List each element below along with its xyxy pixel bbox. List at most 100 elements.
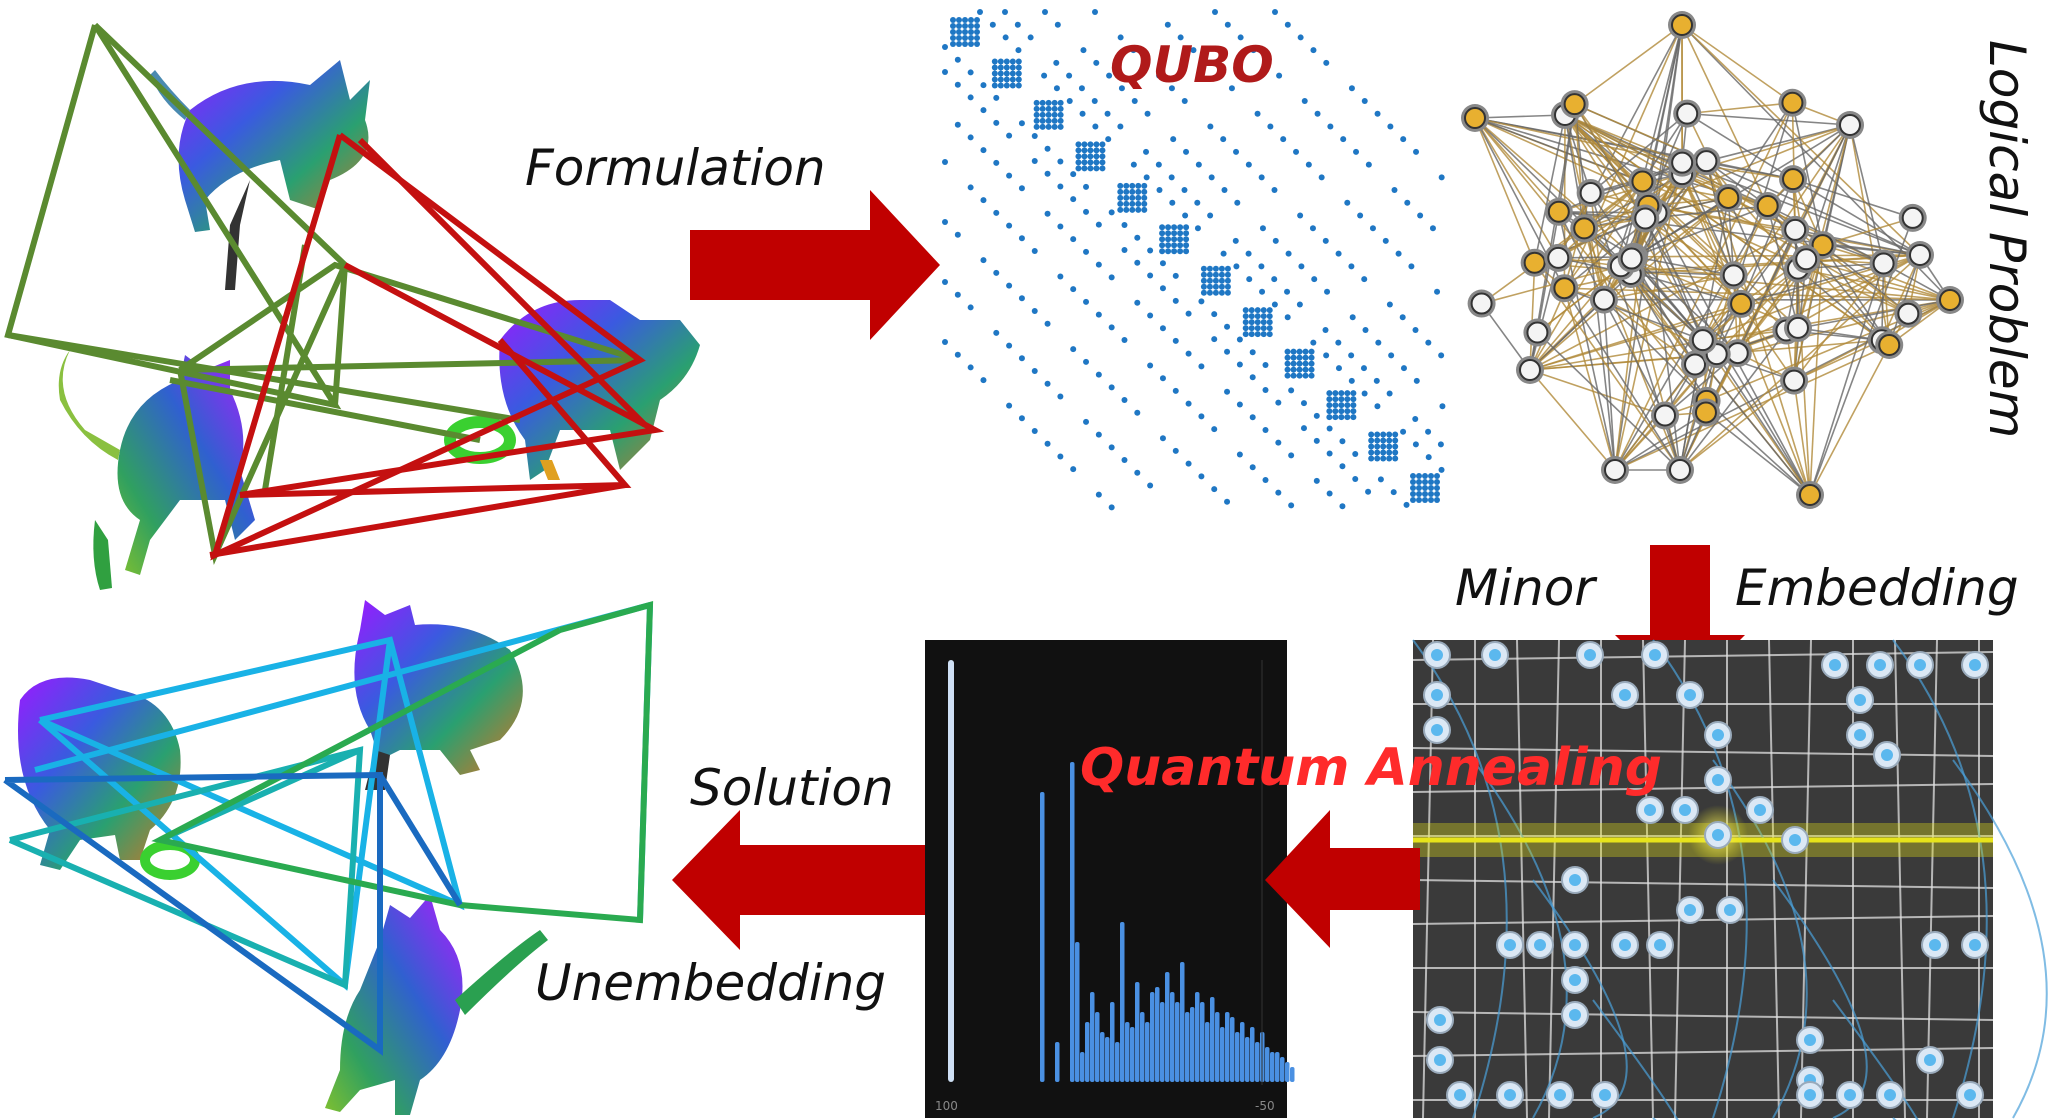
qubo-entry	[1369, 225, 1376, 232]
graph-edge	[1791, 102, 1824, 246]
qubo-entry	[1018, 355, 1025, 362]
qubo-entry	[1095, 311, 1102, 318]
qubo-entry	[950, 41, 956, 47]
graph-edge	[1809, 344, 1890, 496]
qubo-entry	[1266, 331, 1273, 338]
qubo-entry	[1332, 396, 1339, 403]
qubo-entry	[1002, 34, 1009, 41]
qubo-entry	[1156, 187, 1163, 194]
qubo-entry	[1003, 70, 1010, 77]
graph-edge	[1536, 331, 1681, 471]
qubo-entry	[1099, 165, 1106, 172]
qubo-entry	[1260, 307, 1267, 314]
qubo-entry	[1296, 354, 1303, 361]
qubo-entry	[1080, 47, 1087, 54]
qubo-entry	[1033, 105, 1040, 112]
qubo-entry	[1262, 426, 1269, 433]
qubo-entry	[1147, 482, 1154, 489]
qubo-entry	[1123, 200, 1130, 207]
qubo-entry	[1057, 453, 1064, 460]
qubo-entry	[1368, 455, 1375, 462]
qubo-entry	[1348, 352, 1355, 359]
qubo-entry	[1296, 360, 1303, 367]
histogram-bar	[1115, 1042, 1120, 1082]
qubo-entry	[1003, 64, 1010, 71]
qubo-entry	[1326, 414, 1333, 421]
graph-edge	[1888, 254, 1921, 346]
qubo-entry	[1117, 200, 1124, 207]
qubit-core	[1924, 1054, 1936, 1066]
qubo-entry	[1006, 342, 1013, 349]
qubit-core	[1804, 1034, 1816, 1046]
qubo-entry	[1155, 161, 1162, 168]
qubo-entry	[1374, 110, 1381, 117]
qubit-core	[1454, 1089, 1466, 1101]
graph-node	[1464, 107, 1486, 129]
qubo-entry	[1297, 212, 1304, 219]
qubo-entry	[1344, 402, 1351, 409]
qubo-entry	[1044, 380, 1051, 387]
graph-edge	[1809, 263, 1885, 496]
qubo-entry	[1079, 110, 1086, 117]
qubo-entry	[1045, 105, 1052, 112]
qubo-entry	[1123, 194, 1130, 201]
qubo-entry	[1045, 111, 1052, 118]
qubo-entry	[1206, 265, 1213, 272]
qubo-entry	[1198, 473, 1205, 480]
qubo-entry	[1183, 230, 1190, 237]
qubit-core	[1679, 804, 1691, 816]
qubit-core	[1881, 749, 1893, 761]
qubo-entry	[1335, 339, 1342, 346]
qubo-entry	[1117, 206, 1124, 213]
histogram-bar	[1110, 1002, 1115, 1082]
qubo-entry	[1349, 314, 1356, 321]
qubo-entry	[1171, 248, 1178, 255]
qubo-entry	[1051, 99, 1058, 106]
qubo-entry	[1374, 403, 1381, 410]
qubo-entry	[1177, 236, 1184, 243]
qubo-entry	[1249, 414, 1256, 421]
qubo-entry	[1147, 272, 1154, 279]
qubo-entry	[1416, 491, 1422, 497]
qubo-entry	[1172, 387, 1179, 394]
qubo-entry	[1375, 339, 1382, 346]
qubo-entry	[1159, 236, 1166, 243]
qubo-entry	[967, 184, 974, 191]
qubo-entry	[1271, 187, 1278, 194]
qubo-entry	[1388, 352, 1395, 359]
qubo-entry	[1057, 99, 1064, 106]
qubo-entry	[993, 159, 1000, 166]
graph-node	[1547, 246, 1570, 269]
qubit-core	[1724, 904, 1736, 916]
qubo-entry	[997, 76, 1004, 83]
qubo-entry	[1340, 136, 1347, 143]
qubo-entry	[1183, 242, 1190, 249]
correspondence-lines-lime	[151, 601, 654, 924]
qubo-entry	[1220, 250, 1227, 257]
qubo-entry	[1412, 441, 1419, 448]
qubo-entry	[1121, 247, 1128, 254]
qubo-entry	[1093, 59, 1100, 66]
qubo-entry	[1302, 348, 1309, 355]
qubo-entry	[1302, 366, 1309, 373]
qubo-entry	[1310, 47, 1317, 54]
qubo-entry	[1083, 418, 1090, 425]
qubo-entry	[1408, 263, 1415, 270]
qubo-entry	[1081, 159, 1088, 166]
graph-edge	[1533, 114, 1566, 263]
histogram-bar	[1285, 1062, 1290, 1082]
qubo-entry	[1439, 403, 1446, 410]
qubit-core	[1569, 939, 1581, 951]
qubo-entry	[1031, 158, 1038, 165]
qubo-entry	[1003, 76, 1010, 83]
graph-edge	[1644, 217, 1735, 277]
graph-edge	[1564, 114, 1585, 229]
qubo-entry	[1057, 111, 1064, 118]
qubo-entry	[1425, 428, 1432, 435]
qubo-entry	[1039, 105, 1046, 112]
qubo-entry	[1044, 170, 1051, 177]
qubo-entry	[1129, 194, 1136, 201]
graph-node	[1523, 251, 1546, 274]
qubo-entry	[1093, 165, 1100, 172]
qubo-entry	[1135, 206, 1142, 213]
